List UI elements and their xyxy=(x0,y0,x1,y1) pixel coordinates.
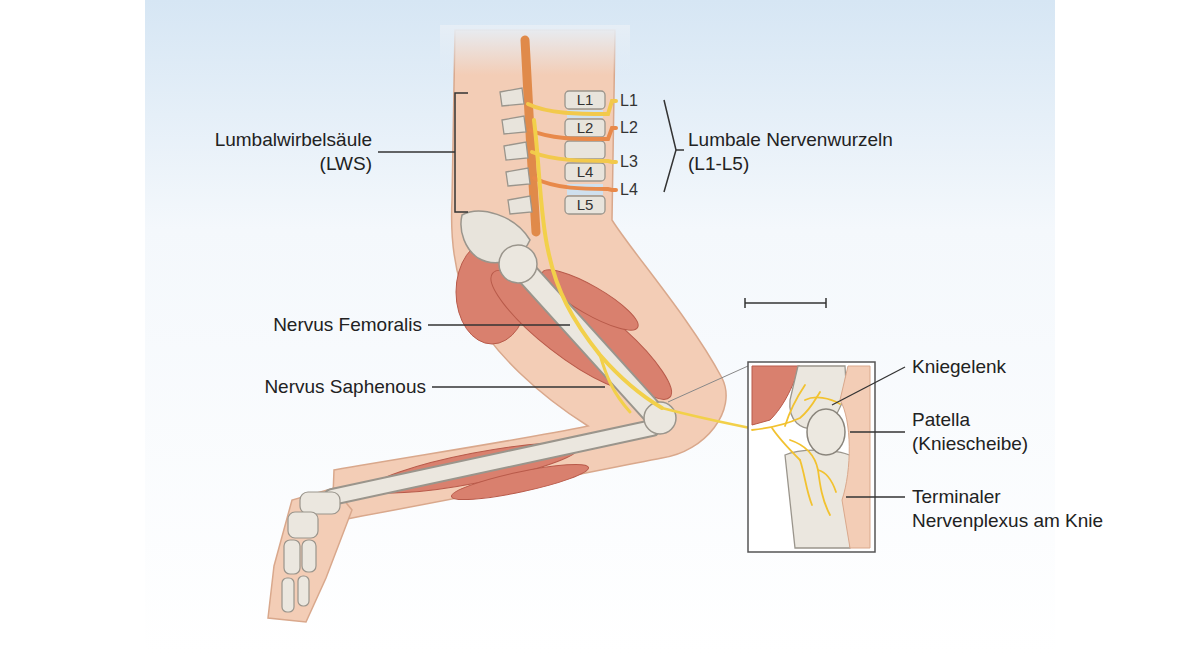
nerve-root-label: L4 xyxy=(620,180,638,200)
vertebral-bodies xyxy=(565,91,605,214)
vertebral-body xyxy=(565,119,605,137)
leader-line xyxy=(378,151,455,153)
metatarsal xyxy=(284,540,300,574)
vertebral-body xyxy=(565,163,605,181)
inset-connector xyxy=(668,366,748,402)
bones xyxy=(282,211,676,612)
leader-line xyxy=(846,496,905,497)
vertebral-body xyxy=(565,196,605,214)
nerve-root xyxy=(530,128,616,139)
foot-skin xyxy=(268,488,352,622)
inset-leaders xyxy=(832,367,905,497)
leader-line xyxy=(432,386,605,388)
nerve-label: Nervus Saphenous xyxy=(180,375,426,399)
part-label: Terminaler Nervenplexus am Knie xyxy=(912,485,1117,533)
nerve-branch xyxy=(790,440,830,515)
muscles xyxy=(369,240,683,506)
nerve-root xyxy=(532,152,616,162)
lumbar-spine xyxy=(500,40,616,232)
nerve-label: Nervus Femoralis xyxy=(180,313,422,337)
foot-bones xyxy=(282,492,340,612)
part-label: Patella (Kniescheibe) xyxy=(912,408,1054,456)
vertebra-label: L4 xyxy=(565,163,605,181)
nerve-root-label: L2 xyxy=(620,118,638,138)
nerve-root-label: L3 xyxy=(620,152,638,172)
spinous-process xyxy=(506,168,530,186)
fade xyxy=(440,25,630,75)
phalanx xyxy=(282,578,294,612)
spinous-process xyxy=(504,142,528,160)
inset-frame xyxy=(748,362,875,552)
region-label: Lumbalwirbelsäule (LWS) xyxy=(160,128,372,176)
vertebral-body xyxy=(565,91,605,109)
group-label: Lumbale Nervenwurzeln (L1-L5) xyxy=(688,128,910,176)
nerve-branch xyxy=(785,385,805,426)
tarsal-bone xyxy=(288,512,318,538)
tarsal-bone xyxy=(300,492,340,514)
knee-inset xyxy=(748,362,905,552)
nerve-root xyxy=(528,101,616,114)
spinous-process xyxy=(500,88,524,106)
leader-line xyxy=(850,431,905,432)
vertebra-label: L2 xyxy=(565,119,605,137)
part-label: Kniegelenk xyxy=(912,355,1112,379)
background-panel xyxy=(145,0,1055,655)
vertebral-body xyxy=(565,141,605,159)
patella xyxy=(807,409,845,455)
nerve-branch xyxy=(800,460,812,505)
leader-line xyxy=(428,324,570,326)
scale-tick xyxy=(825,298,827,308)
scale-tick xyxy=(744,298,746,308)
tibia xyxy=(332,428,652,497)
spinous-process xyxy=(502,116,526,134)
nerve-trunk xyxy=(534,120,662,408)
nerve-roots xyxy=(528,101,616,190)
tibia-outline xyxy=(332,428,652,497)
spinous-process xyxy=(508,196,532,214)
nerve-to-inset xyxy=(662,408,760,430)
vertebra-label: L5 xyxy=(565,196,605,214)
saphenous-branch xyxy=(600,355,630,412)
bracket xyxy=(455,93,468,212)
nerve-branch xyxy=(772,428,800,460)
nerve-root xyxy=(534,178,616,190)
phalanx xyxy=(298,576,309,606)
leader-line xyxy=(832,367,905,405)
bracket xyxy=(664,100,676,192)
vertebra-label: L1 xyxy=(565,91,605,109)
nerve-root-label: L1 xyxy=(620,91,638,111)
metatarsal xyxy=(302,540,316,572)
scale-bar xyxy=(745,302,826,304)
femur-head xyxy=(499,245,537,283)
skin xyxy=(332,30,726,522)
spinous-processes xyxy=(500,88,532,214)
inset-nerve-plexus xyxy=(752,385,840,515)
leader-line xyxy=(676,149,684,151)
nerve-branch xyxy=(818,470,836,492)
